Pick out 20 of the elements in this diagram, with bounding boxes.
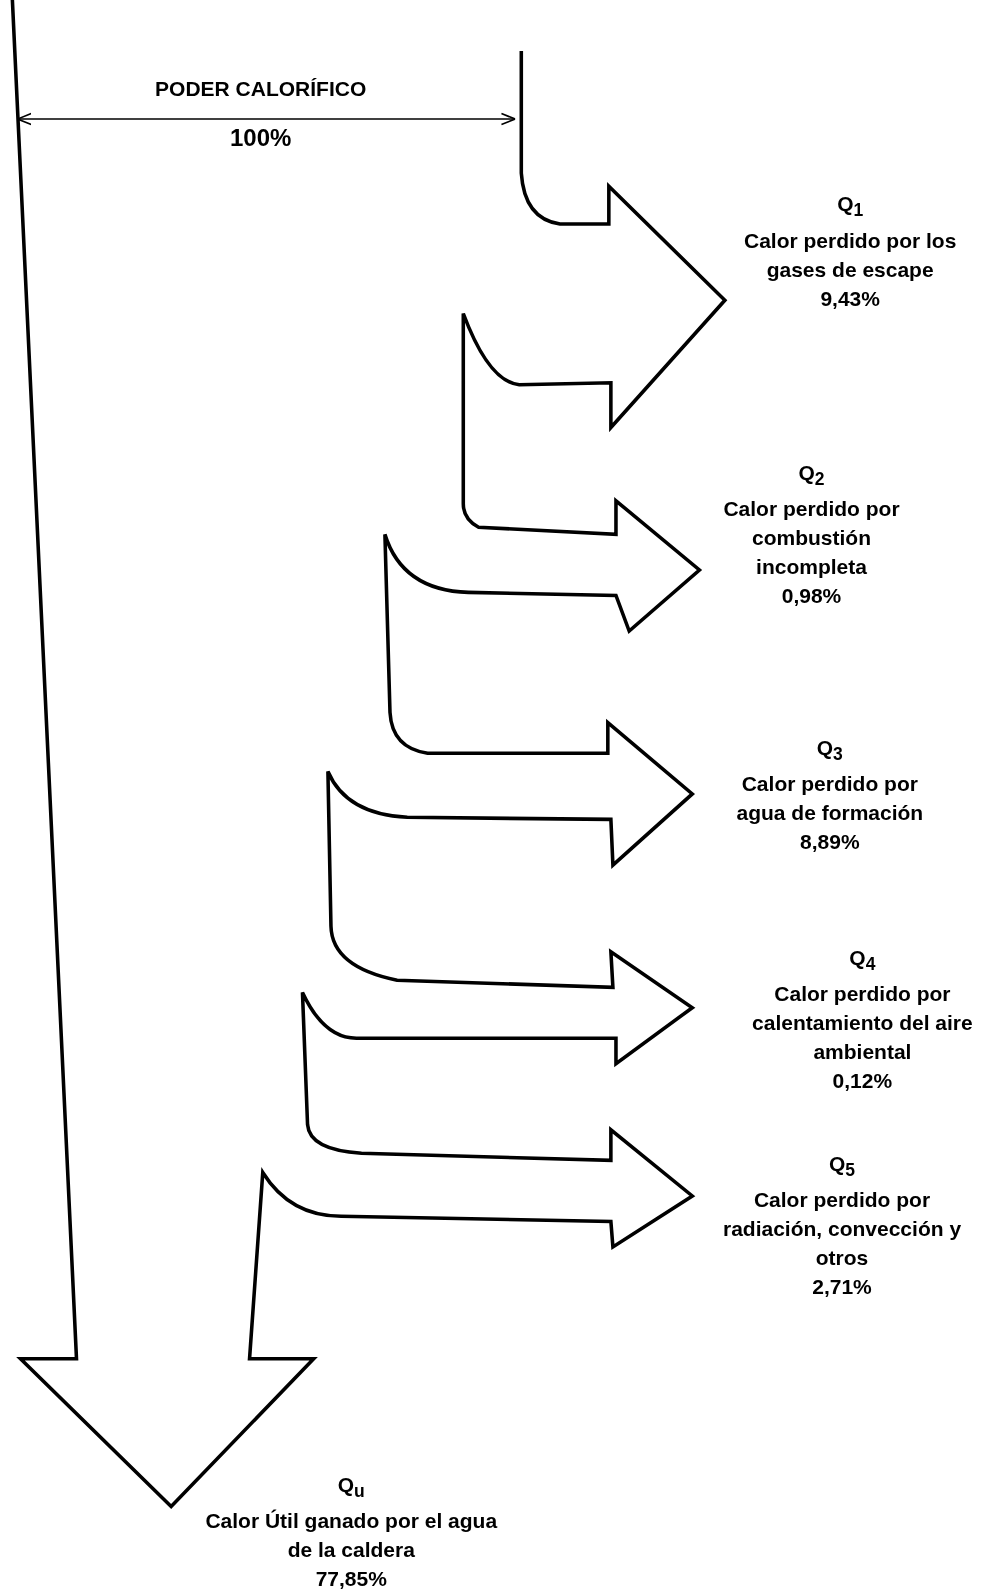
heat-description: Calor Útil ganado por el agua de la caldera xyxy=(204,1508,499,1564)
heat-description: Calor perdido por calentamiento del aire ambiental xyxy=(751,981,974,1065)
heat-description: Calor perdido por radiación, convección y otros xyxy=(721,1186,963,1271)
percentage-value: 0,12% xyxy=(831,1068,894,1094)
percentage-value: 77,85% xyxy=(314,1566,388,1593)
heat-symbol: Q$_{5}$ xyxy=(828,1150,857,1182)
heat-symbol: Q$_{u}$ xyxy=(336,1472,366,1504)
heat-description: Calor perdido por agua de formación xyxy=(735,771,925,827)
heat-symbol: Q$_{4}$ xyxy=(848,944,877,976)
dimension-value: 100% xyxy=(229,124,292,153)
dimension-label: PODER CALORÍFICO xyxy=(155,77,367,102)
heat-description: Calor perdido por combustión incompleta xyxy=(722,496,901,581)
percentage-value: 0,98% xyxy=(780,583,843,610)
percentage-value: 8,89% xyxy=(799,829,861,856)
heat-symbol: Q$_{2}$ xyxy=(797,460,826,492)
percentage-value: 2,71% xyxy=(811,1273,873,1300)
heat-symbol: Q$_{3}$ xyxy=(815,735,844,767)
percentage-value: 9,43% xyxy=(819,285,881,312)
heat-description: Calor perdido por los gases de escape xyxy=(743,227,958,283)
heat-symbol: Q$_{1}$ xyxy=(836,191,865,223)
